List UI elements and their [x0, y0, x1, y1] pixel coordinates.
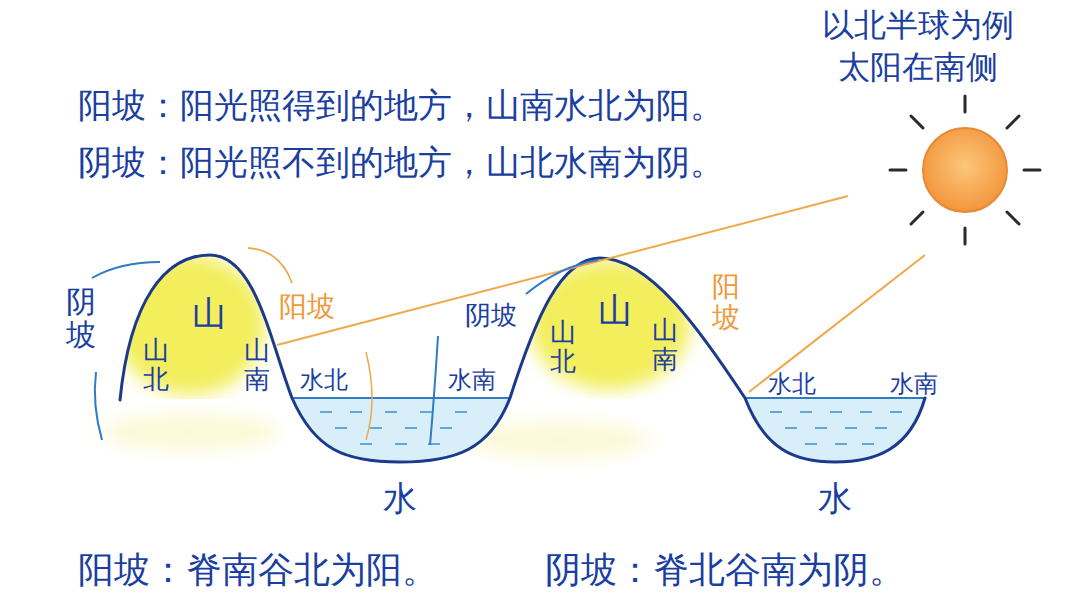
leader-line	[430, 336, 438, 445]
slope-label: 阳坡	[712, 272, 740, 334]
water-surface	[292, 397, 510, 399]
slope-label: 阴坡	[465, 300, 517, 331]
leader-line	[92, 262, 160, 278]
water-ripples	[320, 412, 902, 444]
side-label: 山南	[244, 336, 270, 393]
sun	[923, 128, 1007, 212]
leader-line	[248, 248, 292, 283]
definition-line: 阴坡：阳光照不到的地方，山北水南为阴。	[78, 142, 724, 183]
water-body	[292, 398, 510, 462]
mountain-label: 山	[192, 293, 226, 334]
leader-line	[366, 352, 372, 440]
note-line: 太阳在南侧	[838, 48, 998, 86]
side-label: 山南	[652, 316, 678, 373]
definition-line: 阳坡：阳光照得到的地方，山南水北为阳。	[78, 85, 724, 126]
faint-glow	[470, 422, 650, 458]
note-line: 以北半球为例	[822, 6, 1014, 44]
terrain-outline	[120, 255, 925, 462]
side-label: 水北	[300, 366, 348, 395]
sun-rays	[890, 96, 1040, 244]
water-body	[745, 398, 925, 462]
slope-label: 阴坡	[66, 285, 96, 351]
rule-line: 阴坡：脊北谷南为阴。	[545, 548, 905, 591]
slope-label: 阳坡	[279, 290, 335, 324]
leader-line	[526, 260, 598, 294]
side-label: 水南	[890, 370, 938, 399]
side-label: 山北	[143, 336, 169, 393]
faint-glow	[100, 414, 280, 450]
side-label: 山北	[550, 318, 576, 375]
side-label: 水北	[768, 370, 816, 399]
water-label: 水	[818, 478, 852, 519]
water-label: 水	[383, 478, 417, 519]
rule-line: 阳坡：脊南谷北为阳。	[78, 548, 438, 591]
mountain-label: 山	[598, 290, 632, 331]
leader-line	[95, 372, 102, 440]
sunlit-glow	[530, 260, 690, 390]
side-label: 水南	[448, 366, 496, 395]
